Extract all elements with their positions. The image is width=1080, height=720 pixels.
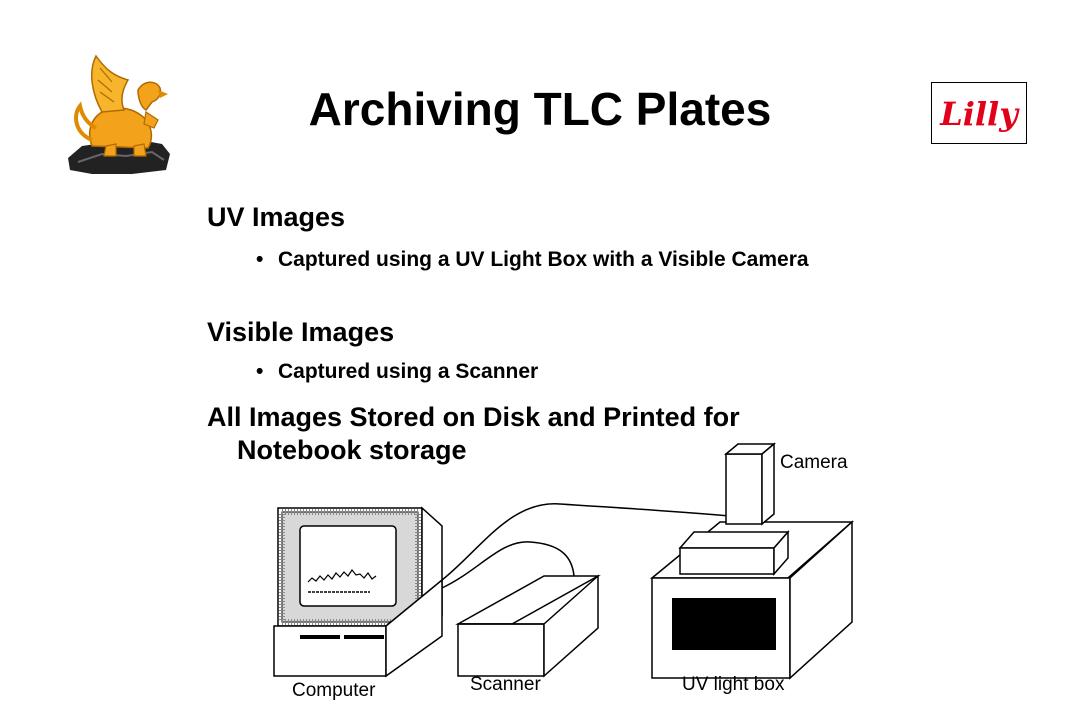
griffin-logo-icon xyxy=(62,50,174,178)
point-sub-uv-images: • Captured using a UV Light Box with a V… xyxy=(256,247,876,273)
point-heading-line2: Notebook storage xyxy=(237,435,467,465)
point-heading-visible-images: Visible Images xyxy=(207,317,395,347)
point-sub-text: Captured using a UV Light Box with a Vis… xyxy=(278,248,809,271)
label-computer: Computer xyxy=(292,680,376,701)
cable-computer-to-scanner xyxy=(441,541,575,589)
label-camera: Camera xyxy=(780,452,848,473)
page-title: Archiving TLC Plates xyxy=(308,83,772,135)
computer-icon xyxy=(273,506,443,678)
bullet-glyph: • xyxy=(256,360,264,383)
scanner-icon xyxy=(455,574,601,678)
equipment-diagram: Camera Computer Scanner UV light box xyxy=(273,442,854,701)
uv-light-box-icon xyxy=(649,520,854,680)
point-heading-storage: All Images Stored on Disk and Printed fo… xyxy=(207,401,857,467)
camera-icon xyxy=(723,442,777,526)
label-uv-light-box: UV light box xyxy=(682,674,785,695)
bullet-glyph: • xyxy=(256,248,264,271)
point-heading-uv-images: UV Images xyxy=(207,202,346,232)
point-sub-visible-images: • Captured using a Scanner xyxy=(256,359,876,385)
point-sub-text: Captured using a Scanner xyxy=(278,360,539,383)
label-scanner: Scanner xyxy=(470,674,541,695)
lilly-logo-text: Lilly xyxy=(939,95,1020,133)
point-heading-line1: All Images Stored on Disk and Printed fo… xyxy=(207,402,740,432)
cable-computer-to-camera-box xyxy=(441,503,731,581)
lilly-logo-icon: Lilly xyxy=(931,82,1027,144)
